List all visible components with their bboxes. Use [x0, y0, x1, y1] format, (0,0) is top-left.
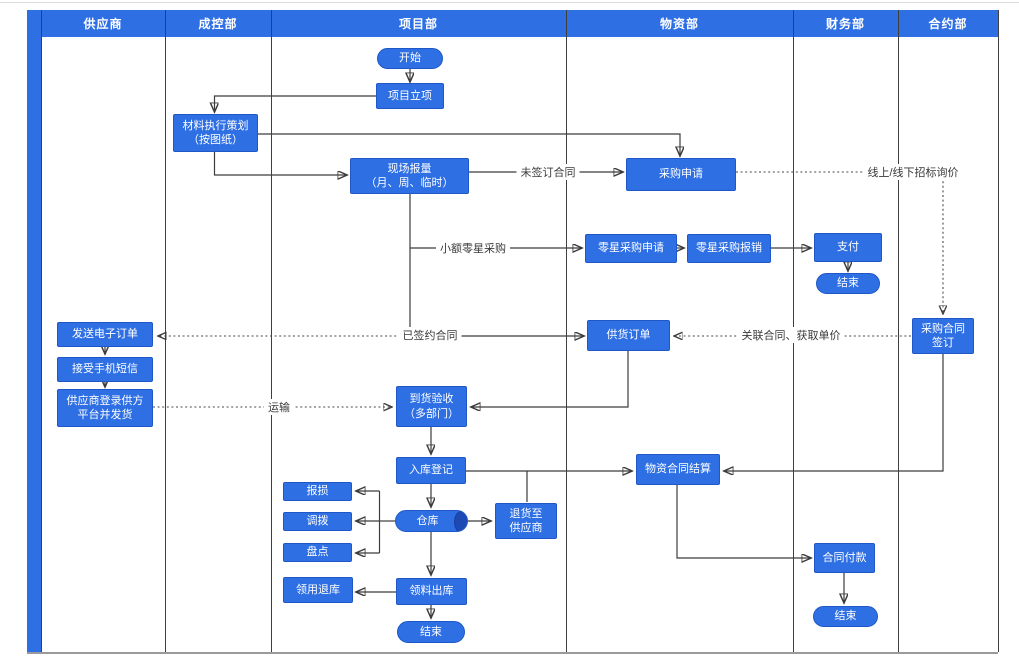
- node-stocktake: 盘点: [283, 543, 352, 562]
- edge-label-petty-purchase: 小额零星采购: [436, 240, 510, 256]
- lane-border: [998, 10, 999, 652]
- edge-label-no-contract: 未签订合同: [516, 164, 580, 180]
- node-supplier-login-ship: 供应商登录供方 平台并发货: [57, 389, 153, 427]
- cylinder-cap: [454, 511, 467, 531]
- node-supply-order: 供货订单: [587, 320, 670, 351]
- node-material-execution-plan: 材料执行策划 （按图纸）: [173, 114, 258, 152]
- node-material-issue: 领料出库: [396, 578, 467, 605]
- lane-header-project: 项目部: [398, 17, 438, 31]
- node-requisition-return: 领用退库: [283, 577, 353, 603]
- node-send-eorder: 发送电子订单: [57, 322, 153, 347]
- node-warehouse-registration: 入库登记: [396, 457, 466, 484]
- node-return-to-supplier: 退货至 供应商: [495, 503, 557, 539]
- node-petty-purchase-request: 零星采购申请: [585, 234, 677, 263]
- node-contract-payment: 合同付款: [814, 543, 875, 573]
- node-end-project: 结束: [397, 621, 465, 643]
- node-arrival-inspection: 到货验收 （多部门）: [396, 386, 467, 427]
- node-warehouse-datastore: 仓库: [395, 510, 468, 532]
- node-payment: 支付: [814, 233, 882, 262]
- node-purchase-request: 采购申请: [626, 158, 736, 191]
- lane-header-cost-control: 成控部: [198, 17, 238, 31]
- edge-label-link-contract-price: 关联合同、获取单价: [737, 327, 845, 343]
- lane-header-bar: [41, 10, 998, 37]
- edge-label-transport: 运输: [264, 399, 294, 415]
- node-site-quantity-report: 现场报量 （月、周、临时）: [350, 158, 469, 194]
- node-end-finance-bottom: 结束: [813, 606, 878, 627]
- edge-label-bidding-inquiry: 线上/线下招标询价: [863, 164, 963, 180]
- node-transfer: 调拨: [283, 512, 352, 531]
- lane-border: [566, 10, 567, 652]
- node-project-initiation: 项目立项: [376, 83, 444, 109]
- node-end-finance-top: 结束: [816, 273, 880, 294]
- lane-header-materials: 物资部: [659, 17, 699, 31]
- warehouse-label: 仓库: [416, 514, 439, 527]
- lane-border: [165, 10, 166, 652]
- top-border-line: [0, 2, 1019, 3]
- edge-label-signed-contract: 已签约合同: [398, 327, 462, 343]
- node-petty-purchase-reimburse: 零星采购报销: [687, 234, 771, 263]
- node-purchase-contract-sign: 采购合同 签订: [912, 318, 974, 354]
- node-damage-report: 报损: [283, 482, 352, 501]
- lane-border: [898, 10, 899, 652]
- lane-header-contract: 合约部: [928, 17, 968, 31]
- lane-header-supplier: 供应商: [83, 17, 123, 31]
- lane-border: [41, 10, 42, 652]
- node-receive-sms: 接受手机短信: [57, 357, 153, 382]
- lane-header-finance: 财务部: [825, 17, 865, 31]
- bottom-border-line: [27, 652, 998, 654]
- node-material-contract-settle: 物资合同结算: [636, 454, 720, 485]
- node-start: 开始: [377, 48, 443, 69]
- lane-border: [271, 10, 272, 652]
- left-accent-bar: [27, 10, 41, 652]
